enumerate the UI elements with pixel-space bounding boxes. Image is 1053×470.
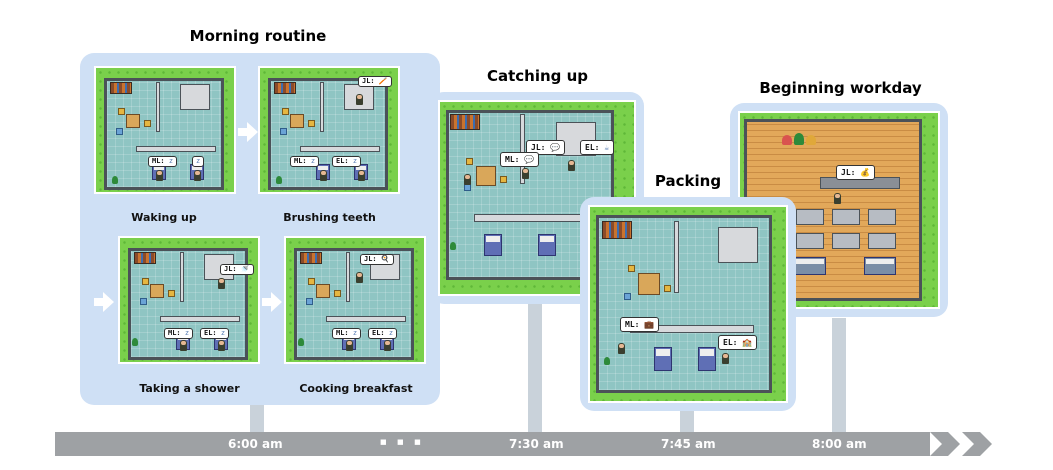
toothbrush-icon: 🪥: [378, 77, 388, 85]
bubble-el-label: EL:: [204, 329, 217, 337]
sleep-icon: z: [184, 329, 190, 337]
coffee-icon: ☕: [604, 143, 610, 152]
connector-packing: [680, 408, 694, 432]
sleep-icon: z: [220, 329, 226, 337]
timeline-chevron-icon: [930, 432, 992, 456]
sleep-icon: z: [310, 157, 316, 165]
timeline-bar: [55, 432, 930, 456]
bubble-ml-label: ML:: [168, 329, 181, 337]
shower-icon: 🚿: [240, 265, 250, 273]
connector-catching-up: [528, 297, 542, 432]
bubble-jl-label: JL:: [841, 168, 856, 177]
sleep-icon: z: [196, 157, 201, 165]
timeline-label-8am: 8:00 am: [812, 437, 867, 451]
timeline-label-730am: 7:30 am: [509, 437, 564, 451]
scene-waking-up: ML: z z: [94, 66, 236, 194]
section-title-catching-up: Catching up: [486, 67, 589, 85]
bubble-jl-label: JL:: [224, 265, 237, 273]
bubble-ml-label: ML:: [505, 155, 520, 164]
bubble-jl-label: JL:: [362, 77, 375, 85]
bubble-el-label: EL:: [336, 157, 349, 165]
bubble-el-label: EL:: [585, 143, 600, 152]
speech-icon: 💬: [550, 143, 561, 152]
caption-cooking-breakfast: Cooking breakfast: [299, 382, 413, 395]
scene-taking-shower: JL: 🚿 ML: z EL: z: [118, 236, 260, 364]
arrow-right-icon: [94, 292, 114, 312]
section-title-packing: Packing: [654, 172, 722, 190]
arrow-right-icon: [238, 122, 258, 142]
scene-cooking-breakfast: JL: 🍳 ML: z EL: z: [284, 236, 426, 364]
caption-brushing-teeth: Brushing teeth: [283, 211, 376, 224]
speech-icon: 💬: [524, 155, 535, 164]
section-title-beginning-workday: Beginning workday: [759, 79, 922, 97]
cooking-icon: 🍳: [380, 255, 390, 263]
bubble-el-label: EL:: [372, 329, 385, 337]
bubble-ml-label: ML:: [625, 320, 640, 329]
bubble-el-label: EL:: [723, 338, 738, 347]
briefcase-icon: 💼: [644, 320, 655, 329]
sleep-icon: z: [352, 329, 358, 337]
bubble-ml-label: ML:: [336, 329, 349, 337]
timeline-label-6am: 6:00 am: [228, 437, 283, 451]
timeline-label-745am: 7:45 am: [661, 437, 716, 451]
sleep-icon: z: [352, 157, 358, 165]
sleep-icon: z: [388, 329, 394, 337]
scene-packing: ML: 💼 EL: 🏫: [588, 205, 788, 403]
caption-taking-a-shower: Taking a shower: [139, 382, 240, 395]
timeline-ellipsis: ■ ■ ■: [380, 438, 425, 446]
school-icon: 🏫: [742, 338, 753, 347]
sleep-icon: z: [168, 157, 174, 165]
bubble-jl-label: JL:: [364, 255, 377, 263]
arrow-right-icon: [262, 292, 282, 312]
money-icon: 💰: [860, 168, 871, 177]
connector-morning: [250, 400, 264, 432]
connector-workday: [832, 318, 846, 432]
section-title-morning-routine: Morning routine: [189, 27, 327, 45]
bubble-ml-label: ML:: [152, 157, 165, 165]
bubble-ml-label: ML:: [294, 157, 307, 165]
scene-brushing-teeth: JL: 🪥 ML: z EL: z: [258, 66, 400, 194]
caption-waking-up: Waking up: [131, 211, 197, 224]
bubble-jl-label: JL:: [531, 143, 546, 152]
